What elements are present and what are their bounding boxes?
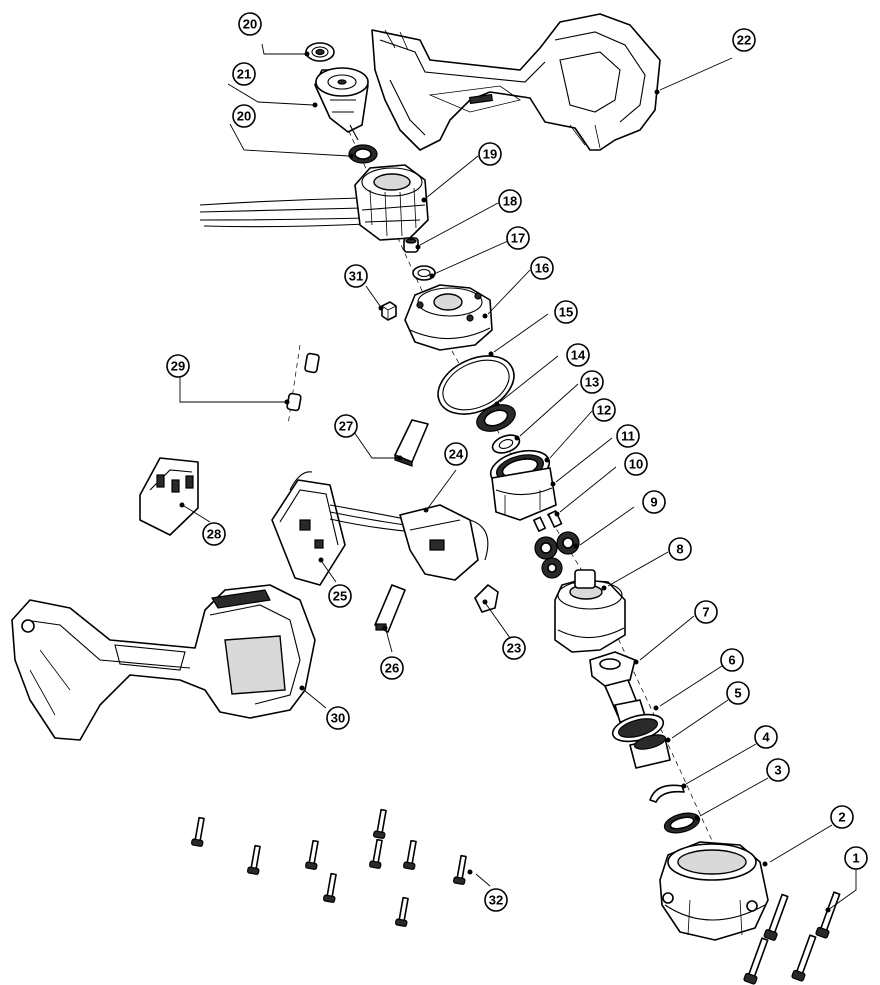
callout-11: 11: [616, 424, 640, 448]
svg-text:27: 27: [339, 419, 353, 434]
leader-lines: [179, 43, 857, 913]
battery-terminal: [139, 457, 199, 536]
callout-24: 24: [444, 442, 468, 466]
svg-text:16: 16: [535, 261, 549, 276]
callout-2: 2: [830, 805, 854, 829]
svg-text:11: 11: [621, 429, 635, 444]
callout-17: 17: [506, 226, 530, 250]
housing-half-left: [11, 584, 316, 741]
svg-text:23: 23: [507, 641, 521, 656]
callout-5: 5: [726, 681, 750, 705]
callout-8: 8: [668, 537, 692, 561]
svg-text:31: 31: [349, 269, 363, 284]
callout-32: 32: [484, 888, 508, 912]
svg-text:1: 1: [852, 851, 859, 866]
clip-23: [474, 584, 499, 613]
callout-3: 3: [766, 758, 790, 782]
bearing-top: [305, 42, 335, 62]
svg-text:14: 14: [571, 348, 586, 363]
callout-9: 9: [642, 490, 666, 514]
svg-text:3: 3: [774, 763, 781, 778]
callout-20-top: 20: [238, 12, 262, 36]
svg-text:9: 9: [650, 495, 657, 510]
svg-text:32: 32: [489, 893, 503, 908]
callout-10: 10: [624, 452, 648, 476]
pinion: [403, 237, 419, 253]
screws-front: [743, 891, 841, 985]
callout-28: 28: [202, 522, 226, 546]
callout-1: 1: [844, 846, 868, 870]
svg-text:22: 22: [737, 33, 751, 48]
screws-housing: [191, 808, 467, 927]
svg-text:19: 19: [483, 147, 497, 162]
seal-ring: [663, 812, 701, 834]
control-board: [271, 471, 346, 586]
svg-text:26: 26: [385, 661, 399, 676]
callout-23: 23: [502, 636, 526, 660]
trigger-switch: [399, 504, 489, 581]
reverse-switch: [374, 584, 406, 633]
svg-text:28: 28: [207, 527, 221, 542]
callout-14: 14: [566, 343, 590, 367]
pin-10: [533, 510, 563, 532]
svg-text:30: 30: [331, 711, 345, 726]
svg-text:10: 10: [629, 457, 643, 472]
svg-text:21: 21: [237, 67, 251, 82]
svg-text:7: 7: [702, 605, 709, 620]
gear-case: [554, 569, 626, 653]
callout-7: 7: [694, 600, 718, 624]
svg-text:18: 18: [503, 194, 517, 209]
callout-29: 29: [166, 354, 190, 378]
svg-text:17: 17: [511, 231, 525, 246]
callout-15: 15: [554, 300, 578, 324]
svg-text:20: 20: [237, 109, 251, 124]
stator-with-wires: [199, 164, 429, 241]
small-block: [381, 301, 397, 321]
gear-housing-ring: [491, 467, 557, 521]
callout-21: 21: [232, 62, 256, 86]
svg-text:13: 13: [585, 375, 599, 390]
callout-27: 27: [334, 414, 358, 438]
assembly-axis: [329, 89, 731, 881]
callout-6: 6: [720, 648, 744, 672]
callout-12: 12: [592, 398, 616, 422]
svg-text:24: 24: [449, 447, 464, 462]
motor-end-cap: [404, 284, 493, 351]
svg-text:8: 8: [676, 542, 683, 557]
planet-gears: [534, 531, 580, 579]
callout-25: 25: [328, 584, 352, 608]
callout-20-lower: 20: [232, 104, 256, 128]
callout-13: 13: [580, 370, 604, 394]
callout-31: 31: [344, 264, 368, 288]
svg-text:5: 5: [734, 686, 741, 701]
front-housing: [659, 841, 769, 941]
bearing-lower: [348, 144, 378, 164]
bearing-14: [476, 404, 516, 432]
svg-text:12: 12: [597, 403, 611, 418]
svg-text:4: 4: [762, 730, 770, 745]
callout-22: 22: [732, 28, 756, 52]
svg-text:6: 6: [728, 653, 735, 668]
svg-text:2: 2: [838, 810, 845, 825]
circlip: [649, 784, 685, 803]
rotor-fan: [314, 67, 369, 141]
callout-26: 26: [380, 656, 404, 680]
callout-4: 4: [754, 725, 778, 749]
housing-half-right: [371, 13, 661, 151]
callout-19: 19: [478, 142, 502, 166]
callout-18: 18: [498, 189, 522, 213]
svg-text:20: 20: [243, 17, 257, 32]
svg-text:29: 29: [171, 359, 185, 374]
callout-30: 30: [326, 706, 350, 730]
bushing: [611, 713, 671, 769]
callout-16: 16: [530, 256, 554, 280]
washer-ring: [412, 265, 436, 281]
svg-text:15: 15: [559, 305, 573, 320]
sleeves: [286, 344, 320, 426]
svg-text:25: 25: [333, 589, 347, 604]
